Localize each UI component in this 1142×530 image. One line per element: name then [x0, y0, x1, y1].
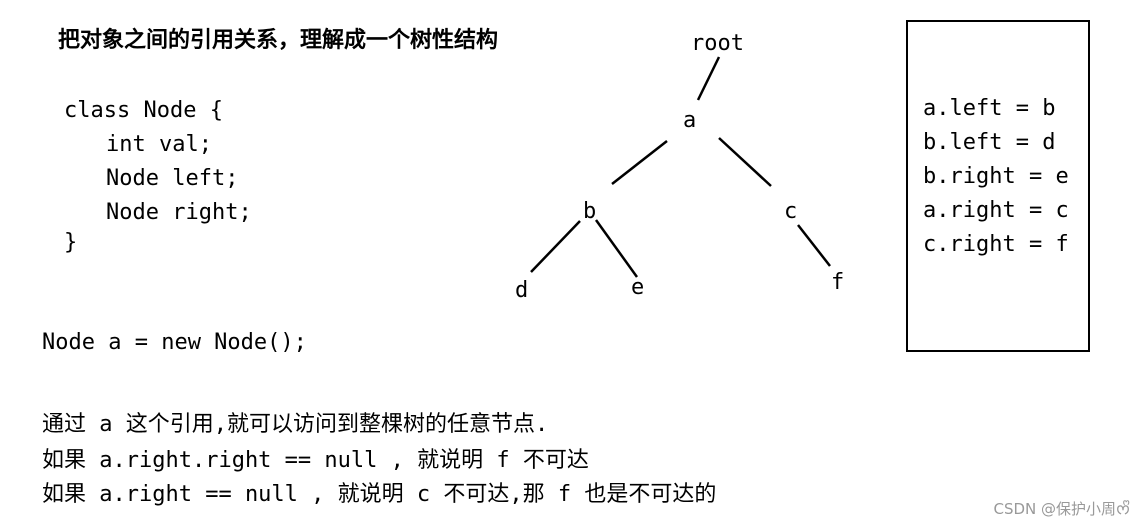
tree-node-c: c: [784, 199, 798, 224]
note-line-1: 通过 a 这个引用,就可以访问到整棵树的任意节点.: [42, 412, 549, 437]
tree-node-e: e: [631, 275, 645, 300]
edge-root-a: [696, 56, 721, 101]
edge-b-d: [530, 220, 581, 273]
watermark: CSDN @保护小周ᰔᩚ: [993, 500, 1130, 518]
edge-a-c: [718, 137, 772, 187]
relation-line: b.left = d: [923, 130, 1056, 155]
tree-node-b: b: [583, 199, 597, 224]
relation-line: b.right = e: [923, 164, 1069, 189]
code-line-val: int val;: [106, 132, 212, 157]
tree-node-f: f: [831, 270, 845, 295]
code-line-right: Node right;: [106, 200, 252, 225]
tree-node-root: root: [691, 31, 744, 56]
tree-node-a: a: [683, 108, 697, 133]
edge-a-b: [611, 140, 668, 185]
tree-node-d: d: [515, 278, 529, 303]
relation-line: c.right = f: [923, 232, 1069, 257]
declaration-line: Node a = new Node();: [42, 330, 307, 355]
code-line-left: Node left;: [106, 166, 239, 191]
relation-line: a.right = c: [923, 198, 1069, 223]
code-line-class: class Node {: [64, 98, 223, 123]
code-line-close: }: [64, 230, 78, 255]
note-line-2: 如果 a.right.right == null , 就说明 f 不可达: [42, 448, 589, 473]
note-line-3: 如果 a.right == null , 就说明 c 不可达,那 f 也是不可达…: [42, 482, 717, 507]
relations-box: a.left = b b.left = d b.right = e a.righ…: [906, 20, 1090, 352]
diagram-title: 把对象之间的引用关系，理解成一个树性结构: [58, 28, 499, 53]
edge-c-f: [797, 224, 831, 267]
edge-b-e: [594, 219, 639, 278]
relation-line: a.left = b: [923, 96, 1056, 121]
